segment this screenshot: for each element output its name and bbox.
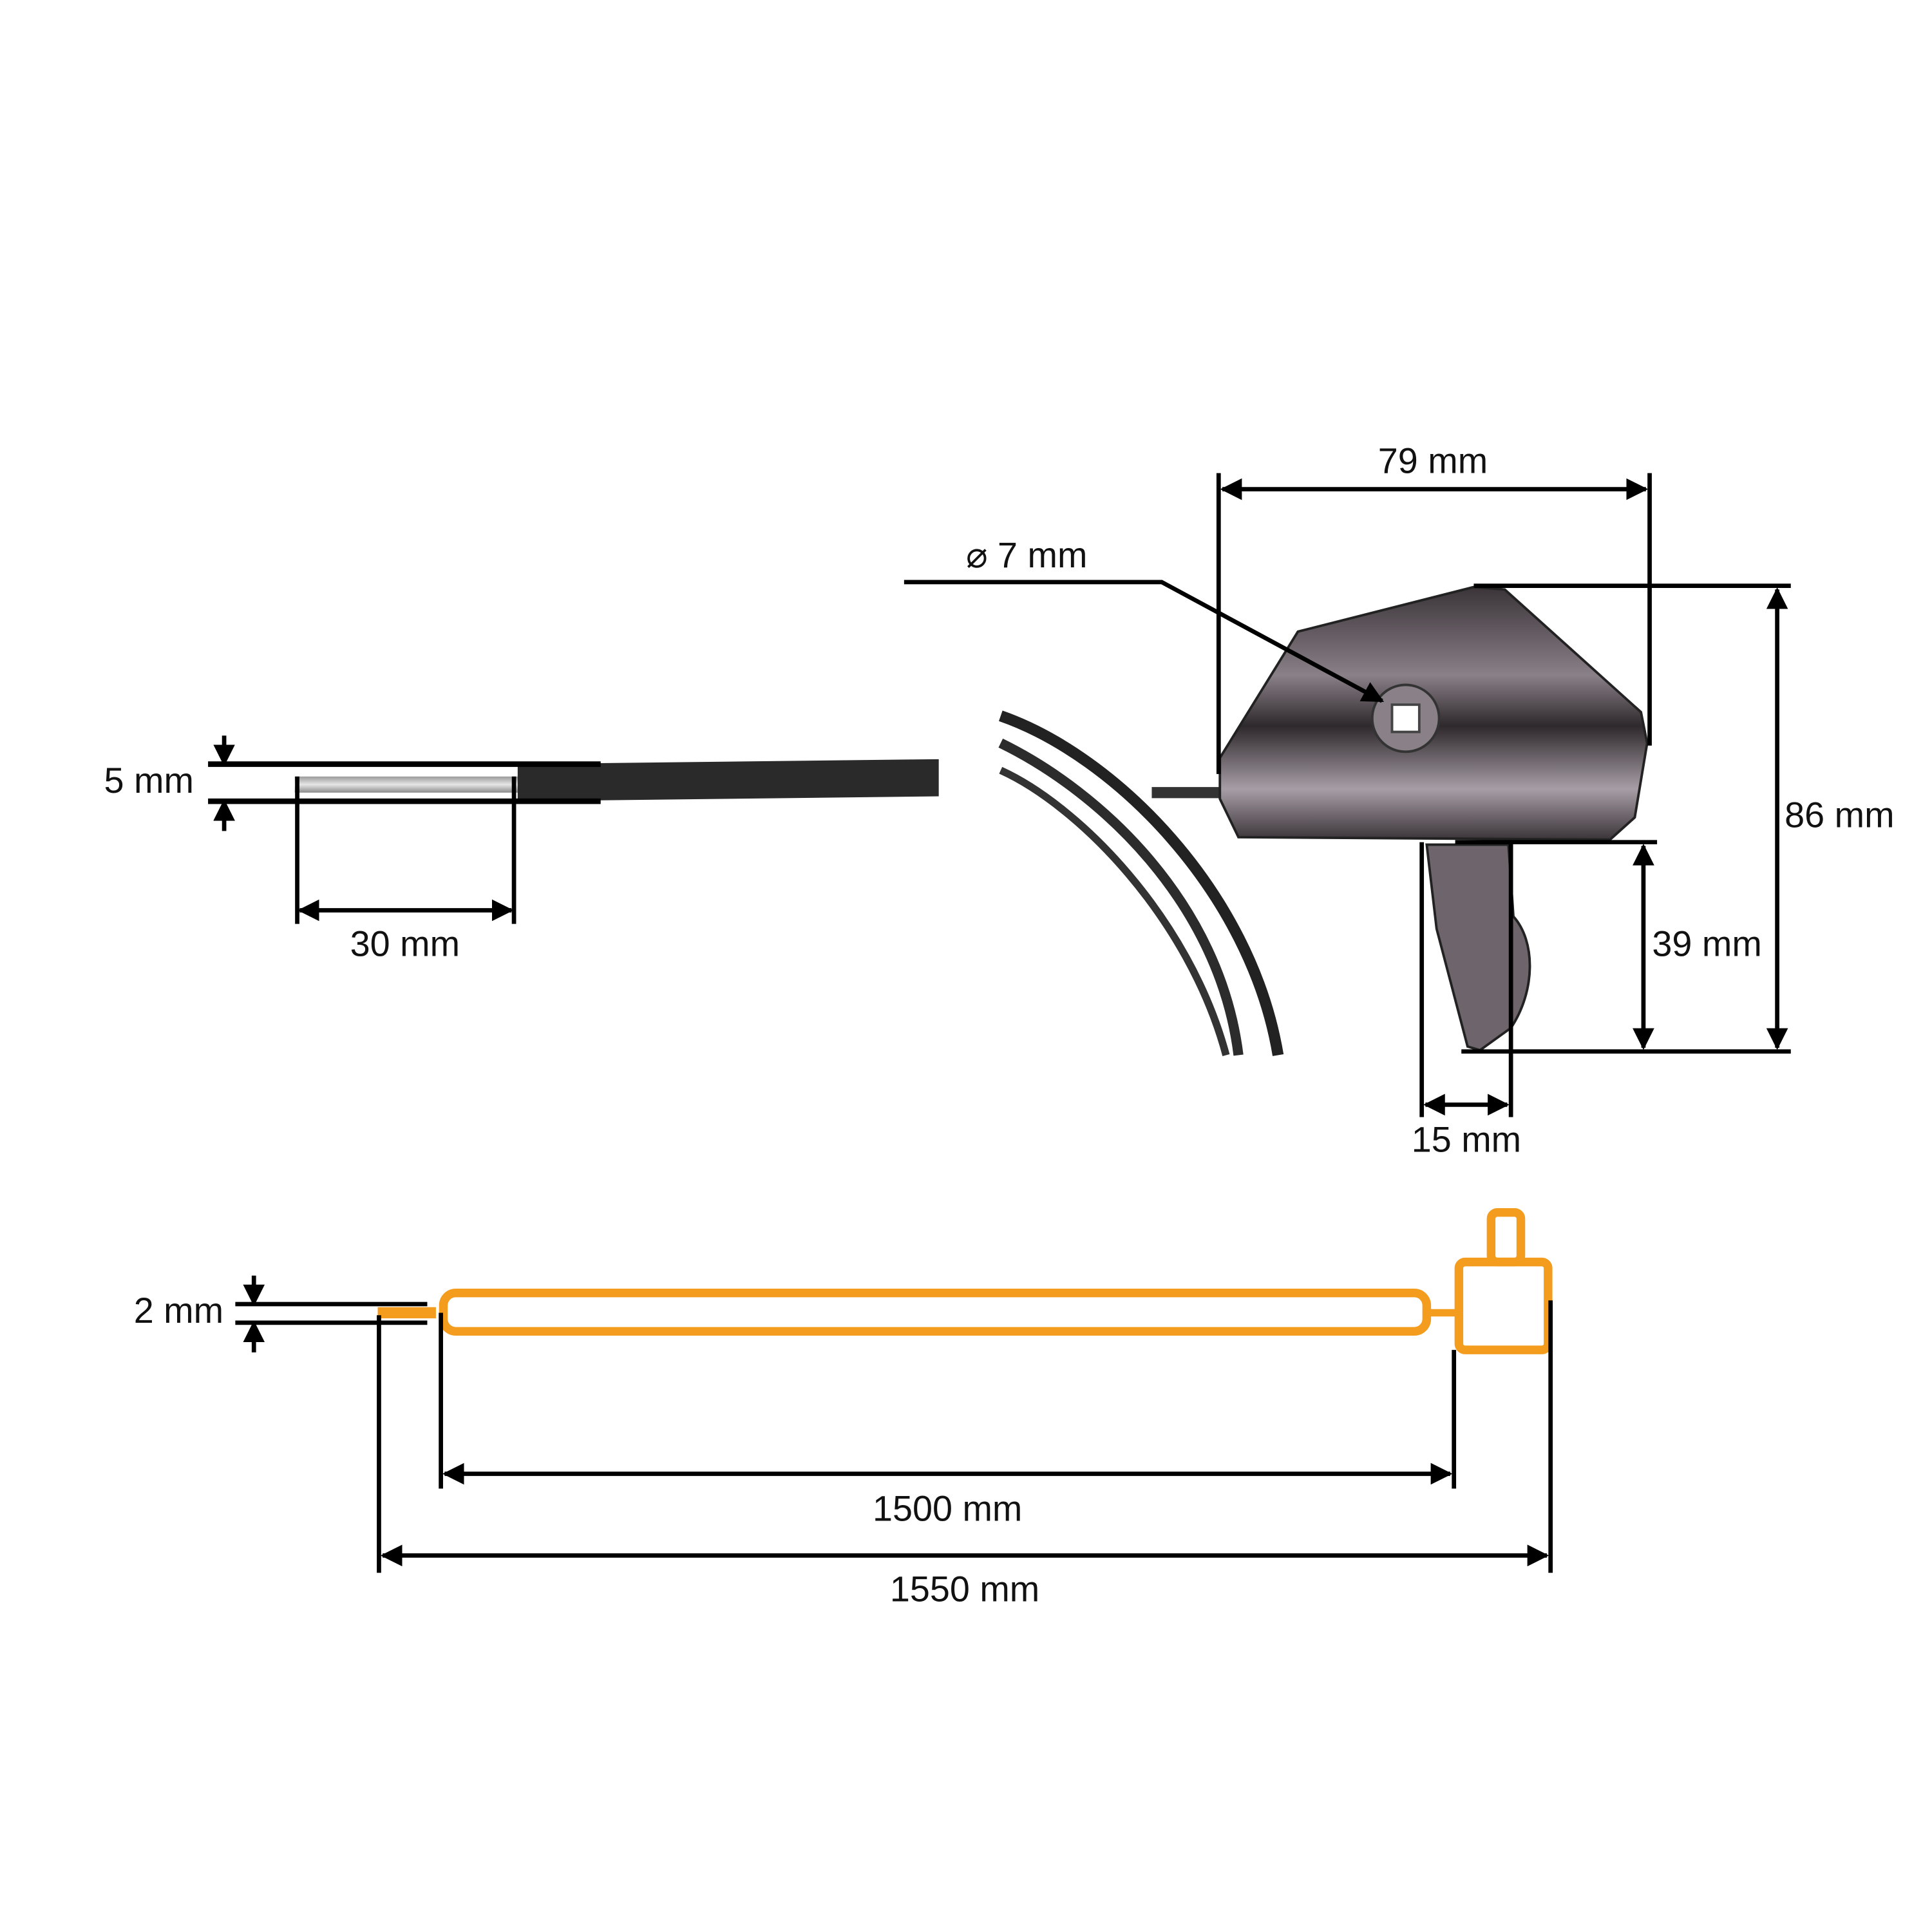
- cable-end-view: 5 mm 30 mm: [104, 735, 939, 964]
- total-length-label: 1550 mm: [890, 1569, 1039, 1609]
- cable-diameter-label: 5 mm: [104, 761, 194, 800]
- handle-view: 79 mm ⌀ 7 mm 86 mm 39 mm 15 mm: [904, 441, 1895, 1159]
- coiled-cable: [999, 766, 1230, 1056]
- stripped-length-label: 30 mm: [350, 924, 460, 964]
- handle-height-label: 86 mm: [1785, 795, 1894, 835]
- lever: [1425, 843, 1531, 1052]
- coiled-cable: [998, 738, 1244, 1056]
- lever-width-label: 15 mm: [1412, 1119, 1521, 1159]
- stripped-wire: [294, 776, 520, 793]
- handle-nub: [1486, 1208, 1526, 1267]
- sheath-length-label: 1500 mm: [873, 1489, 1022, 1529]
- hole-diameter-label: ⌀ 7 mm: [966, 535, 1087, 575]
- handle-outline: [1454, 1257, 1553, 1354]
- handle-width-label: 79 mm: [1378, 441, 1488, 481]
- hole-leader: [904, 580, 1385, 703]
- cable-sheath: [517, 759, 939, 802]
- sheath-outline: [439, 1288, 1432, 1336]
- mounting-hole: [1390, 703, 1421, 734]
- lever-height-label: 39 mm: [1652, 924, 1761, 964]
- coiled-cable: [998, 710, 1284, 1056]
- wire-diameter-label: 2 mm: [134, 1291, 223, 1331]
- cable-schematic: 2 mm 1500 mm 1550 mm: [134, 1208, 1553, 1609]
